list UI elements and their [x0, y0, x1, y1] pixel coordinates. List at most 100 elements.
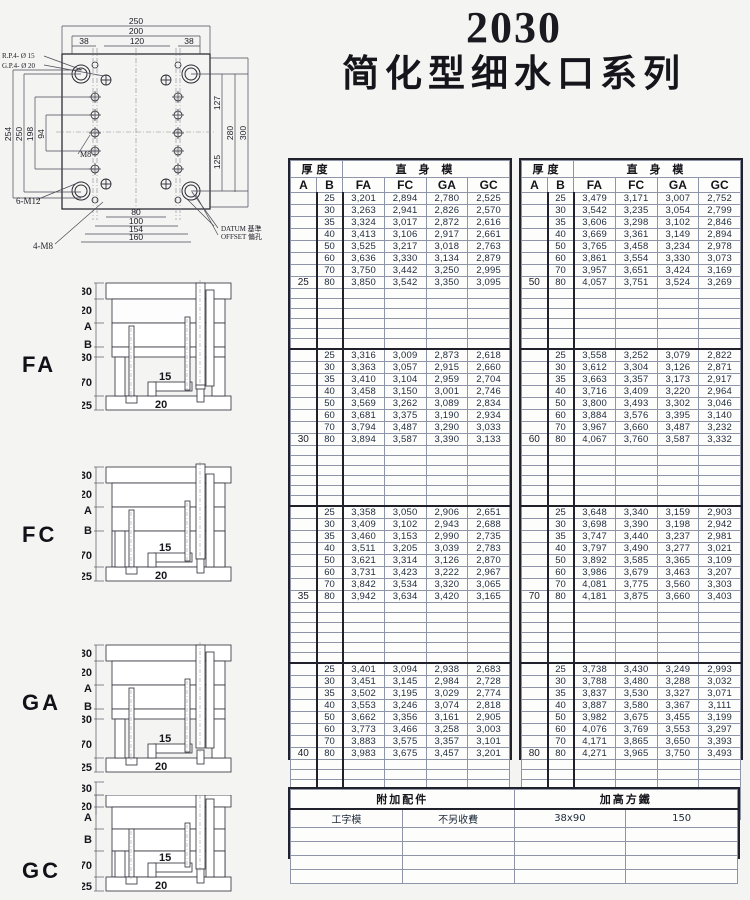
cell-b-value: 50: [547, 711, 575, 724]
cell-empty: [698, 485, 741, 496]
cell-gc: 2,763: [467, 240, 510, 253]
cell-empty: [316, 622, 344, 633]
cell-fc: 3,480: [614, 675, 658, 688]
cell-fc: 3,409: [614, 385, 658, 398]
cell-empty: [316, 288, 344, 299]
cell-empty: [521, 622, 549, 633]
cell-empty: [614, 465, 658, 476]
table-row-empty: [290, 652, 510, 664]
cell-ga: 3,487: [656, 421, 700, 434]
cell-fc: 3,104: [383, 373, 427, 386]
cell-empty: [573, 769, 616, 780]
cell-empty: [383, 475, 427, 486]
cell-fa: 3,263: [342, 204, 385, 217]
cell-a-blank: [521, 397, 549, 410]
cell-empty: [383, 485, 427, 496]
cell-empty: [698, 328, 741, 339]
svg-text:280: 280: [225, 126, 235, 140]
cell-empty: [521, 475, 549, 486]
cell-a-blank: [290, 240, 318, 253]
section-view-fc: 30 20 A B 70 25 15 20: [82, 462, 262, 592]
cell-ga: 3,007: [656, 192, 700, 205]
table-row-empty: [521, 455, 741, 466]
cell-gc: 3,133: [467, 433, 510, 446]
cell-ga: 2,943: [425, 518, 469, 531]
cell-b-value: 60: [547, 409, 575, 422]
cell-empty: [290, 465, 318, 476]
svg-text:38: 38: [79, 36, 89, 46]
cell-ga: 3,560: [656, 578, 700, 591]
cell-fc: 3,775: [614, 578, 658, 591]
cell-ga: 2,873: [425, 348, 469, 362]
cell-fc: 3,442: [383, 264, 427, 277]
accessory-empty-cell: [625, 827, 738, 842]
cell-ga: 3,237: [656, 530, 700, 543]
cell-empty: [573, 318, 616, 329]
cell-empty: [383, 465, 427, 476]
cell-empty: [467, 632, 510, 643]
cell-a-blank: [290, 409, 318, 422]
table-row-empty: [521, 759, 741, 770]
cell-empty: [342, 455, 385, 466]
cell-fa: 3,850: [342, 276, 385, 289]
cell-empty: [316, 475, 344, 486]
cell-empty: [467, 495, 510, 507]
cell-gc: 3,111: [698, 699, 741, 712]
svg-text:125: 125: [212, 155, 222, 169]
cell-empty: [656, 318, 700, 329]
cell-empty: [547, 495, 575, 507]
cell-a-blank: [521, 566, 549, 579]
cell-fa: 3,542: [573, 204, 616, 217]
cell-fa: 3,413: [342, 228, 385, 241]
cell-empty: [467, 298, 510, 309]
cell-fa: 3,458: [342, 385, 385, 398]
cell-fa: 3,788: [573, 675, 616, 688]
cell-empty: [521, 759, 549, 770]
cell-gc: 3,065: [467, 578, 510, 591]
cell-fa: 3,983: [342, 747, 385, 760]
cell-fa: 3,837: [573, 687, 616, 700]
cell-fc: 3,865: [614, 735, 658, 748]
cell-b-value: 40: [547, 699, 575, 712]
cell-fa: 3,663: [573, 373, 616, 386]
cell-empty: [698, 612, 741, 623]
cell-empty: [425, 308, 469, 319]
cell-gc: 3,303: [698, 578, 741, 591]
cell-b-value: 80: [316, 433, 344, 446]
cell-fa: 3,621: [342, 554, 385, 567]
cell-empty: [316, 602, 344, 613]
cell-empty: [467, 465, 510, 476]
cell-empty: [383, 298, 427, 309]
cell-gc: 2,752: [698, 192, 741, 205]
header-fa: FA: [342, 177, 385, 193]
table-row-empty: [290, 495, 510, 507]
cell-gc: 3,003: [467, 723, 510, 736]
cell-fc: 3,634: [383, 590, 427, 603]
cell-empty: [614, 602, 658, 613]
cell-empty: [698, 318, 741, 329]
cell-b-value: 30: [316, 204, 344, 217]
cell-gc: 2,618: [467, 348, 510, 362]
cell-empty: [573, 465, 616, 476]
cell-empty: [383, 769, 427, 780]
cell-fc: 3,340: [614, 505, 658, 519]
cell-gc: 3,199: [698, 711, 741, 724]
svg-text:15: 15: [159, 733, 171, 745]
table-row-empty: [521, 642, 741, 653]
cell-empty: [425, 445, 469, 456]
svg-text:25: 25: [82, 881, 92, 893]
cell-fc: 3,675: [383, 747, 427, 760]
cell-fa: 3,669: [573, 228, 616, 241]
cell-a-blank: [290, 699, 318, 712]
